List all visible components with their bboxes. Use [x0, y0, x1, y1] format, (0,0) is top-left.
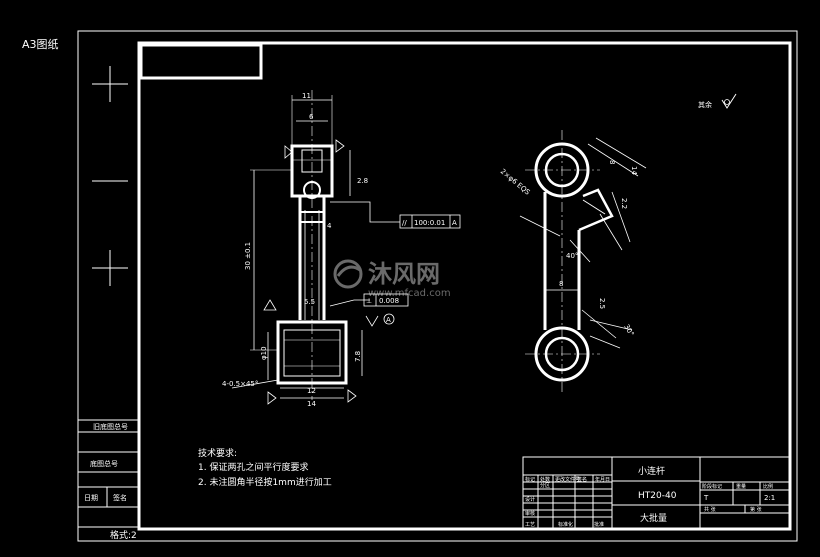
left-strip [78, 66, 139, 528]
col-label-sign: 签名 [577, 476, 587, 483]
dim-head-width: 6 [309, 113, 314, 121]
row-label-process: 工艺 [525, 522, 535, 528]
corner-box [139, 43, 263, 80]
sheets-total: 共 张 [704, 506, 716, 513]
col-label-zone: 分区 [540, 482, 550, 489]
rod-side-view [519, 130, 647, 395]
dim-low-25: 2.5 [598, 298, 606, 309]
sheet-no: 第 张 [750, 506, 762, 513]
dim-web: 4 [327, 222, 332, 230]
sheet-frames [77, 30, 798, 542]
datum-mark-a: A [386, 316, 391, 324]
tol-perp-value: 0.008 [379, 297, 399, 305]
weight-label: 重量 [736, 483, 746, 490]
dim-slot: 2.2 [620, 198, 628, 209]
tol-par-value: 100:0.01 [414, 219, 445, 227]
dim-hole-note: 2×φ6 EQS [499, 167, 532, 197]
format-label: 格式:2 [110, 529, 137, 541]
col-label-count: 处数 [540, 476, 550, 483]
scale-value: 2:1 [764, 494, 775, 502]
dim-length: 30 ±0.1 [244, 242, 252, 270]
col-label-change: 更改文件号 [555, 476, 580, 483]
material: HT20-40 [638, 491, 677, 501]
title-block [522, 456, 791, 530]
dim-base-inner: 12 [307, 387, 316, 395]
row-label-design: 设计 [525, 496, 535, 503]
row-label-review: 审核 [525, 510, 535, 517]
tech-item-2: 2. 未注圆角半径按1mm进行加工 [198, 476, 332, 488]
dim-angle-30: 30° [622, 323, 635, 338]
watermark: 沐风网 www.mfcad.com [333, 259, 451, 299]
inner-frame [137, 41, 792, 531]
dim-top-8: 8 [608, 160, 616, 164]
standard-label: 标准化 [558, 521, 573, 528]
sheet-label: A3图纸 [22, 38, 59, 51]
dim-top-width: 11 [302, 92, 311, 100]
old-ref-label: 旧底图总号 [93, 422, 128, 431]
col-label-date: 年月日 [595, 476, 610, 483]
outer-frame [77, 30, 798, 542]
stage-label: 阶段标记 [702, 483, 722, 490]
tolerance-frame-parallel: // 100:0.01 A [399, 214, 461, 229]
approve-label: 批准 [594, 521, 604, 528]
dim-angle-top: 40° [566, 252, 578, 260]
row-label-mark: 标记 [525, 476, 535, 483]
dim-big-hole: φ10 [260, 346, 268, 360]
batch: 大批量 [640, 512, 667, 524]
rod-front-view [231, 90, 400, 405]
dim-chamfer: 4-0.5×45° [222, 380, 258, 388]
base-ref-label: 底图总号 [90, 459, 118, 468]
part-name: 小连杆 [638, 465, 665, 477]
date-label: 日期 [84, 494, 98, 502]
dim-neck: 5.5 [304, 298, 315, 306]
tol-par-datum: A [452, 219, 457, 227]
watermark-url: www.mfcad.com [368, 288, 451, 299]
dim-top-14: 14 [630, 166, 638, 175]
stage-value: T [703, 494, 709, 502]
tolerance-frame-perp: ⊥ 0.008 [363, 293, 409, 307]
tol-perp-symbol: ⊥ [366, 297, 372, 305]
tech-item-1: 1. 保证两孔之间平行度要求 [198, 461, 308, 473]
tech-title: 技术要求: [198, 447, 237, 459]
scale-label: 比例 [763, 483, 773, 490]
dim-big-bore: 7.8 [354, 351, 362, 362]
roughness-symbol-icon [721, 93, 737, 109]
dim-base-outer: 14 [307, 400, 316, 408]
watermark-brand: 沐风网 [368, 260, 440, 288]
tol-par-symbol: // [402, 219, 407, 227]
sign-label: 签名 [113, 493, 127, 502]
roughness-note: 其余 [698, 100, 712, 109]
dim-mid-8: 8 [559, 280, 563, 288]
dim-small-hole: 2.8 [357, 177, 368, 185]
